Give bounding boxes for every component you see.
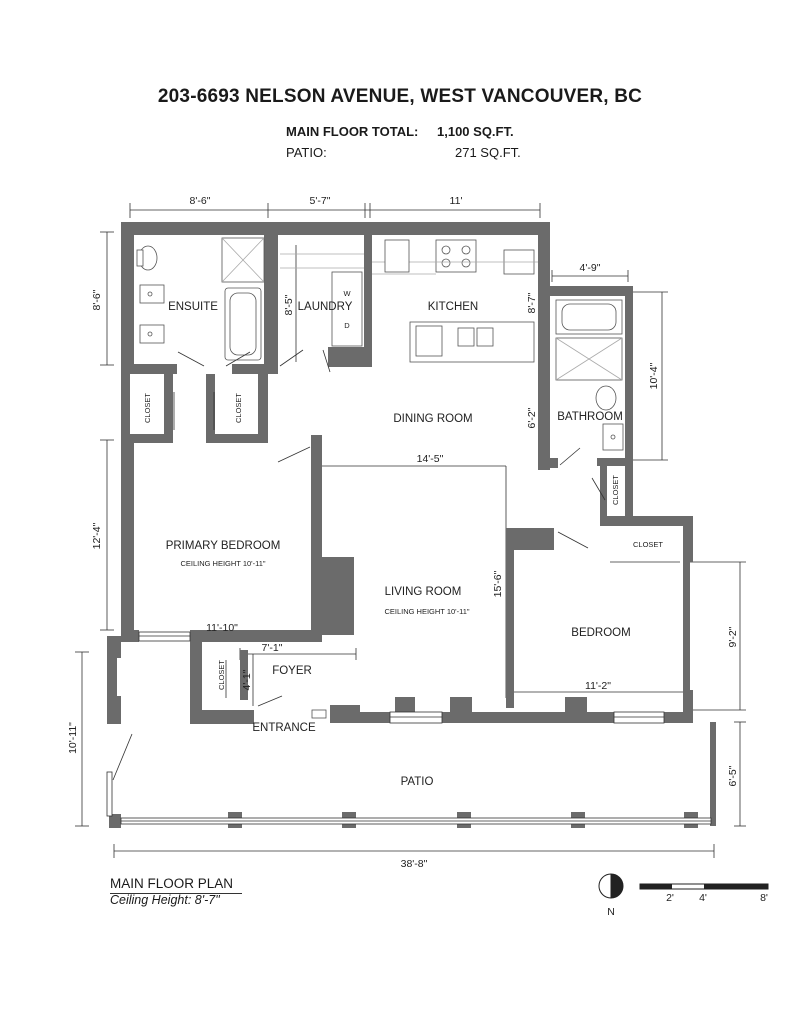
main-floor-total-value: 1,100 SQ.FT. bbox=[437, 124, 514, 139]
dim-left-ensuite: 8'-6" bbox=[91, 289, 103, 310]
living-ceiling-height: CEILING HEIGHT 10'-11" bbox=[384, 607, 469, 616]
primary-ceiling-height: CEILING HEIGHT 10'-11" bbox=[180, 559, 265, 568]
room-living: LIVING ROOM bbox=[385, 586, 462, 598]
room-closet-4: CLOSET bbox=[633, 540, 663, 549]
dim-primary-width: 11'-10" bbox=[206, 622, 238, 634]
dim-bedroom-depth: 9'-2" bbox=[727, 626, 739, 647]
scale-2: 2' bbox=[666, 892, 674, 904]
dim-bath-depth: 10'-4" bbox=[648, 362, 660, 389]
north-label: N bbox=[607, 906, 615, 918]
page-title: 203-6693 NELSON AVENUE, WEST VANCOUVER, … bbox=[157, 86, 643, 107]
dim-dining-depth: 6'-2" bbox=[526, 407, 538, 428]
room-entrance: ENTRANCE bbox=[252, 722, 316, 734]
room-labels: ENSUITE LAUNDRY KITCHEN BATHROOM CLOSET … bbox=[143, 301, 663, 788]
room-bedroom: BEDROOM bbox=[571, 627, 630, 639]
scale-4: 4' bbox=[699, 892, 707, 904]
plan-title: MAIN FLOOR PLAN bbox=[110, 876, 234, 891]
dim-top-ensuite: 8'-6" bbox=[190, 195, 211, 207]
washer-label: W bbox=[343, 289, 351, 298]
patio-total-label: PATIO: bbox=[286, 145, 327, 160]
dim-bath-width: 4'-9" bbox=[580, 262, 601, 274]
room-patio: PATIO bbox=[401, 776, 434, 788]
dim-bedroom-width: 11'-2" bbox=[585, 680, 611, 692]
room-ensuite: ENSUITE bbox=[168, 301, 218, 313]
plan-title-underline bbox=[110, 893, 242, 894]
scale-bar: 2' 4' 8' bbox=[639, 883, 769, 904]
dimension-labels: 8'-6" 5'-7" 11' 4'-9" 8'-6" 8'-5" 8'-7" … bbox=[67, 195, 739, 870]
windows bbox=[106, 631, 712, 825]
fixtures: W D bbox=[112, 237, 680, 781]
room-bathroom: BATHROOM bbox=[557, 411, 623, 423]
dim-top-kitchen: 11' bbox=[450, 195, 463, 207]
dim-left-patio: 10'-11" bbox=[67, 722, 79, 754]
dim-overall-width: 38'-8" bbox=[401, 858, 428, 870]
dim-patio-depth: 6'-5" bbox=[727, 765, 739, 786]
dim-foyer-depth: 4'-1" bbox=[241, 669, 253, 690]
room-closet-2: CLOSET bbox=[234, 393, 243, 423]
main-floor-total-label: MAIN FLOOR TOTAL: bbox=[286, 124, 419, 139]
dim-laundry-depth: 8'-5" bbox=[283, 294, 295, 315]
dim-kitchen-depth: 8'-7" bbox=[526, 292, 538, 313]
walls bbox=[107, 222, 716, 828]
dim-left-primary: 12'-4" bbox=[91, 522, 103, 549]
room-foyer: FOYER bbox=[272, 665, 312, 677]
scale-8: 8' bbox=[760, 892, 768, 904]
patio-total-value: 271 SQ.FT. bbox=[455, 145, 521, 160]
north-arrow-icon: N bbox=[598, 873, 624, 918]
room-laundry: LAUNDRY bbox=[298, 301, 353, 313]
room-closet-1: CLOSET bbox=[143, 393, 152, 423]
dim-top-laundry: 5'-7" bbox=[310, 195, 331, 207]
room-kitchen: KITCHEN bbox=[428, 301, 478, 313]
ceiling-height-note: Ceiling Height: 8'-7" bbox=[110, 893, 220, 907]
room-closet-5: CLOSET bbox=[217, 660, 226, 690]
room-primary-bedroom: PRIMARY BEDROOM bbox=[166, 540, 281, 552]
dim-living-width: 14'-5" bbox=[417, 453, 444, 465]
dryer-label: D bbox=[344, 321, 350, 330]
room-closet-3: CLOSET bbox=[611, 475, 620, 505]
dim-foyer-width: 7'-1" bbox=[262, 642, 283, 654]
dim-living-depth: 15'-6" bbox=[492, 570, 504, 597]
room-dining: DINING ROOM bbox=[393, 413, 472, 425]
